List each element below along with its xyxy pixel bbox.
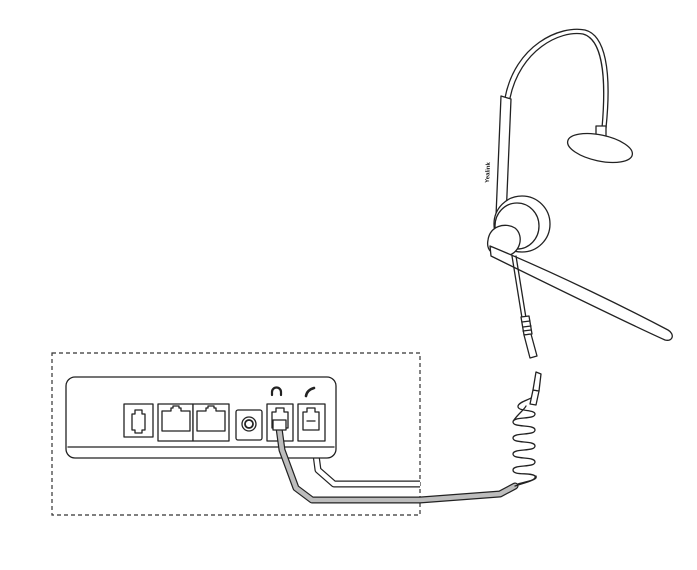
headset-cable xyxy=(272,419,519,504)
temple-pad xyxy=(566,132,634,164)
internet-port xyxy=(157,403,194,442)
cord-connector-lower xyxy=(529,371,542,406)
coiled-cord xyxy=(512,397,537,487)
handset-icon xyxy=(304,386,316,398)
brand-logo: Yealink xyxy=(485,161,492,183)
headset-icon xyxy=(270,386,283,397)
dc-power-port xyxy=(235,409,263,441)
handset-port xyxy=(297,403,326,442)
cord-connector-upper xyxy=(520,315,538,359)
phone-base xyxy=(65,376,337,459)
microphone-boom xyxy=(489,245,673,341)
ext-port xyxy=(123,403,154,438)
pc-port xyxy=(192,403,230,442)
phone-back-callout-box xyxy=(51,352,421,516)
headset: Yealink xyxy=(485,28,673,359)
